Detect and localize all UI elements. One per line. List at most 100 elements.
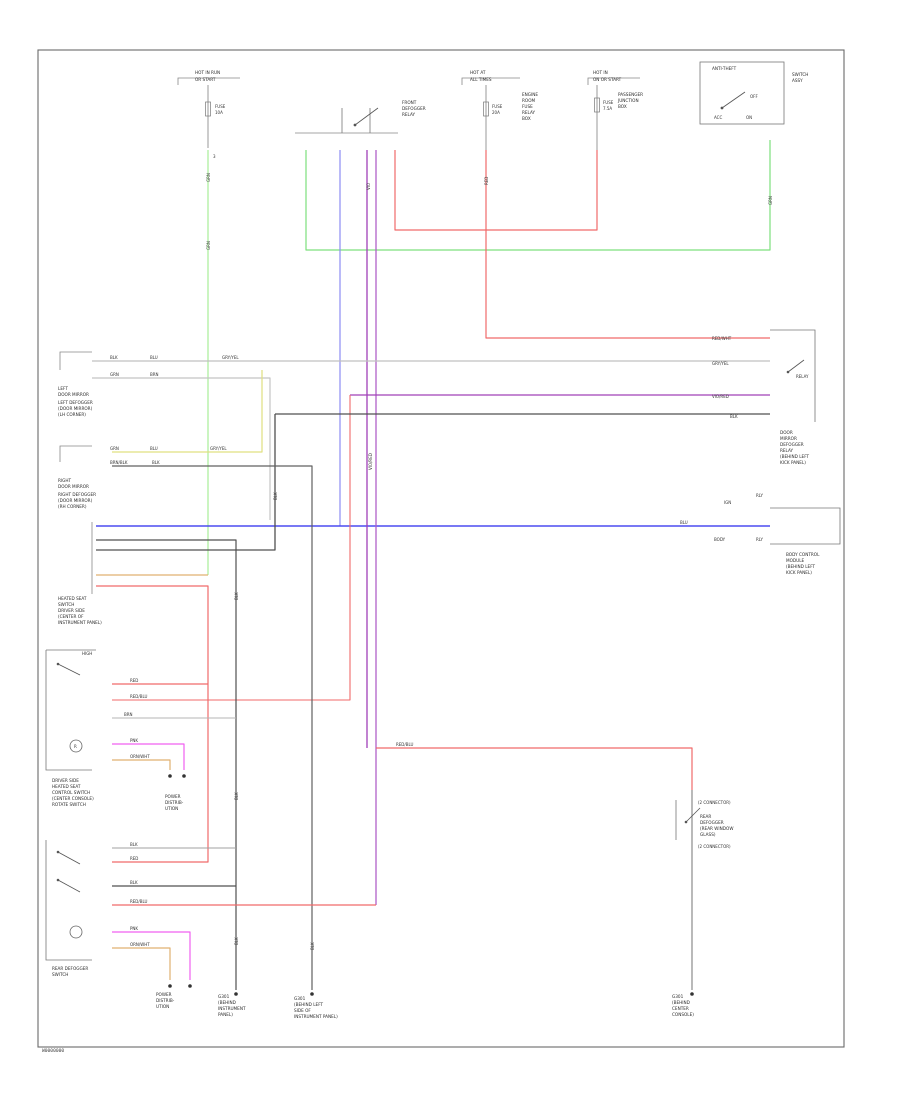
svg-text:BRN/BLK: BRN/BLK — [110, 460, 128, 465]
svg-text:BLU: BLU — [150, 446, 158, 451]
svg-text:PANEL): PANEL) — [218, 1012, 233, 1017]
svg-text:SWITCH: SWITCH — [52, 972, 68, 977]
svg-text:GRN: GRN — [206, 241, 211, 250]
svg-text:DOOR: DOOR — [780, 430, 793, 435]
svg-text:RELAY: RELAY — [402, 112, 416, 117]
figure-code: W0000000 — [42, 1048, 64, 1054]
svg-text:GRN: GRN — [206, 173, 211, 182]
svg-text:ORN/WHT: ORN/WHT — [130, 942, 150, 947]
svg-text:INSTRUMENT PANEL): INSTRUMENT PANEL) — [294, 1014, 338, 1019]
svg-text:ANTI-THEFT: ANTI-THEFT — [712, 66, 737, 71]
svg-text:BOX: BOX — [618, 104, 627, 109]
svg-text:HOT AT: HOT AT — [470, 70, 486, 75]
svg-text:GRN: GRN — [768, 196, 773, 205]
svg-text:CONSOLE): CONSOLE) — [672, 1012, 694, 1017]
svg-text:MIRROR: MIRROR — [780, 436, 797, 441]
svg-text:DRIVER SIDE: DRIVER SIDE — [52, 778, 79, 783]
svg-text:RELAY: RELAY — [796, 374, 809, 379]
svg-text:BLU: BLU — [680, 520, 688, 525]
svg-text:GRN: GRN — [110, 372, 119, 377]
svg-text:FUSE: FUSE — [603, 100, 614, 105]
svg-text:REAR: REAR — [700, 814, 711, 819]
svg-text:BLK: BLK — [273, 492, 278, 500]
svg-text:BLK: BLK — [234, 592, 239, 600]
svg-text:SWITCH: SWITCH — [792, 72, 808, 77]
svg-text:BLK: BLK — [130, 880, 138, 885]
svg-text:(BEHIND LEFT: (BEHIND LEFT — [786, 564, 816, 569]
svg-text:UTION: UTION — [156, 1004, 169, 1009]
svg-text:FUSE: FUSE — [492, 104, 503, 109]
svg-text:ALL TIMES: ALL TIMES — [470, 77, 492, 82]
svg-text:DEFOGGER: DEFOGGER — [780, 442, 804, 447]
svg-text:DRIVER SIDE: DRIVER SIDE — [58, 608, 85, 613]
diagram-border — [37, 49, 845, 1048]
svg-text:G301: G301 — [218, 994, 230, 999]
wires — [92, 140, 771, 990]
svg-text:MODULE: MODULE — [786, 558, 805, 563]
svg-text:KICK PANEL): KICK PANEL) — [786, 570, 812, 575]
svg-text:BLK: BLK — [310, 942, 315, 950]
svg-text:FRONT: FRONT — [402, 100, 417, 105]
svg-text:HOT IN: HOT IN — [593, 70, 608, 75]
svg-text:G301: G301 — [294, 996, 306, 1001]
svg-text:GRY/YEL: GRY/YEL — [210, 446, 227, 451]
svg-text:DISTRIB-: DISTRIB- — [165, 800, 184, 805]
svg-text:(DOOR MIRROR): (DOOR MIRROR) — [58, 498, 93, 503]
svg-text:BLK: BLK — [234, 937, 239, 945]
svg-text:SIDE OF: SIDE OF — [294, 1008, 311, 1013]
svg-text:PASSENGER: PASSENGER — [618, 92, 643, 97]
svg-text:GRY/YEL: GRY/YEL — [712, 361, 729, 366]
svg-text:RED/WHT: RED/WHT — [712, 336, 732, 341]
svg-text:HOT IN RUN: HOT IN RUN — [195, 70, 220, 75]
svg-text:INSTRUMENT PANEL): INSTRUMENT PANEL) — [58, 620, 102, 625]
svg-text:RED: RED — [484, 177, 489, 185]
svg-text:(2 CONNECTOR): (2 CONNECTOR) — [698, 844, 731, 849]
svg-text:LEFT DEFOGGER: LEFT DEFOGGER — [58, 400, 93, 405]
svg-text:BLK: BLK — [110, 355, 118, 360]
svg-text:INSTRUMENT: INSTRUMENT — [218, 1006, 246, 1011]
svg-text:DOOR MIRROR: DOOR MIRROR — [58, 484, 89, 489]
svg-text:BRN: BRN — [124, 712, 133, 717]
svg-text:(REAR WINDOW: (REAR WINDOW — [700, 826, 733, 831]
svg-text:ON OR START: ON OR START — [593, 77, 622, 82]
svg-text:(BEHIND LEFT: (BEHIND LEFT — [294, 1002, 324, 1007]
svg-text:20A: 20A — [492, 110, 500, 115]
svg-text:RELAY: RELAY — [522, 110, 536, 115]
left-components: LEFT DOOR MIRROR LEFT DEFOGGER (DOOR MIR… — [45, 351, 102, 977]
svg-text:FUSE: FUSE — [522, 104, 533, 109]
svg-text:ROTATE SWITCH: ROTATE SWITCH — [52, 802, 86, 807]
svg-text:ASSY: ASSY — [792, 78, 803, 83]
svg-text:RLY: RLY — [756, 537, 763, 542]
svg-text:BRN: BRN — [150, 372, 159, 377]
right-components: RELAY RED/WHT GRY/YEL VIO/RED BLK DOOR M… — [675, 329, 841, 849]
svg-text:(CENTER OF: (CENTER OF — [58, 614, 84, 619]
svg-text:DEFOGGER: DEFOGGER — [402, 106, 426, 111]
svg-text:RED/BLU: RED/BLU — [396, 742, 414, 747]
svg-text:KICK PANEL): KICK PANEL) — [780, 460, 806, 465]
svg-text:RIGHT: RIGHT — [58, 478, 72, 483]
svg-text:ENGINE: ENGINE — [522, 92, 538, 97]
svg-text:GRY/YEL: GRY/YEL — [222, 355, 239, 360]
bottom-labels: POWER DISTRIB- UTION POWER DISTRIB- UTIO… — [156, 794, 694, 1019]
svg-text:ROOM: ROOM — [522, 98, 536, 103]
svg-text:BOX: BOX — [522, 116, 531, 121]
svg-text:PNK: PNK — [130, 926, 138, 931]
svg-text:REAR DEFOGGER: REAR DEFOGGER — [52, 966, 88, 971]
svg-text:10A: 10A — [215, 110, 223, 115]
svg-text:(BEHIND LEFT: (BEHIND LEFT — [780, 454, 810, 459]
svg-text:GRN: GRN — [110, 446, 119, 451]
svg-text:(LH CORNER): (LH CORNER) — [58, 412, 86, 417]
svg-text:FUSE: FUSE — [215, 104, 226, 109]
svg-text:DOOR MIRROR: DOOR MIRROR — [58, 392, 89, 397]
svg-text:BODY CONTROL: BODY CONTROL — [786, 552, 820, 557]
svg-text:HEATED SEAT: HEATED SEAT — [58, 596, 87, 601]
svg-text:(BEHIND: (BEHIND — [672, 1000, 690, 1005]
svg-text:JUNCTION: JUNCTION — [617, 98, 639, 103]
svg-text:RED/BLU: RED/BLU — [130, 899, 148, 904]
svg-text:SWITCH: SWITCH — [58, 602, 74, 607]
row-tags: BLK BLU GRY/YEL GRN BRN GRN BLU GRY/YEL … — [110, 355, 688, 947]
wire-tags: GRN GRN RED VIO VIO/RED BLK BLK BLK BLK … — [206, 173, 773, 950]
svg-text:(BEHIND: (BEHIND — [218, 1000, 236, 1005]
svg-text:(2 CONNECTOR): (2 CONNECTOR) — [698, 800, 731, 805]
